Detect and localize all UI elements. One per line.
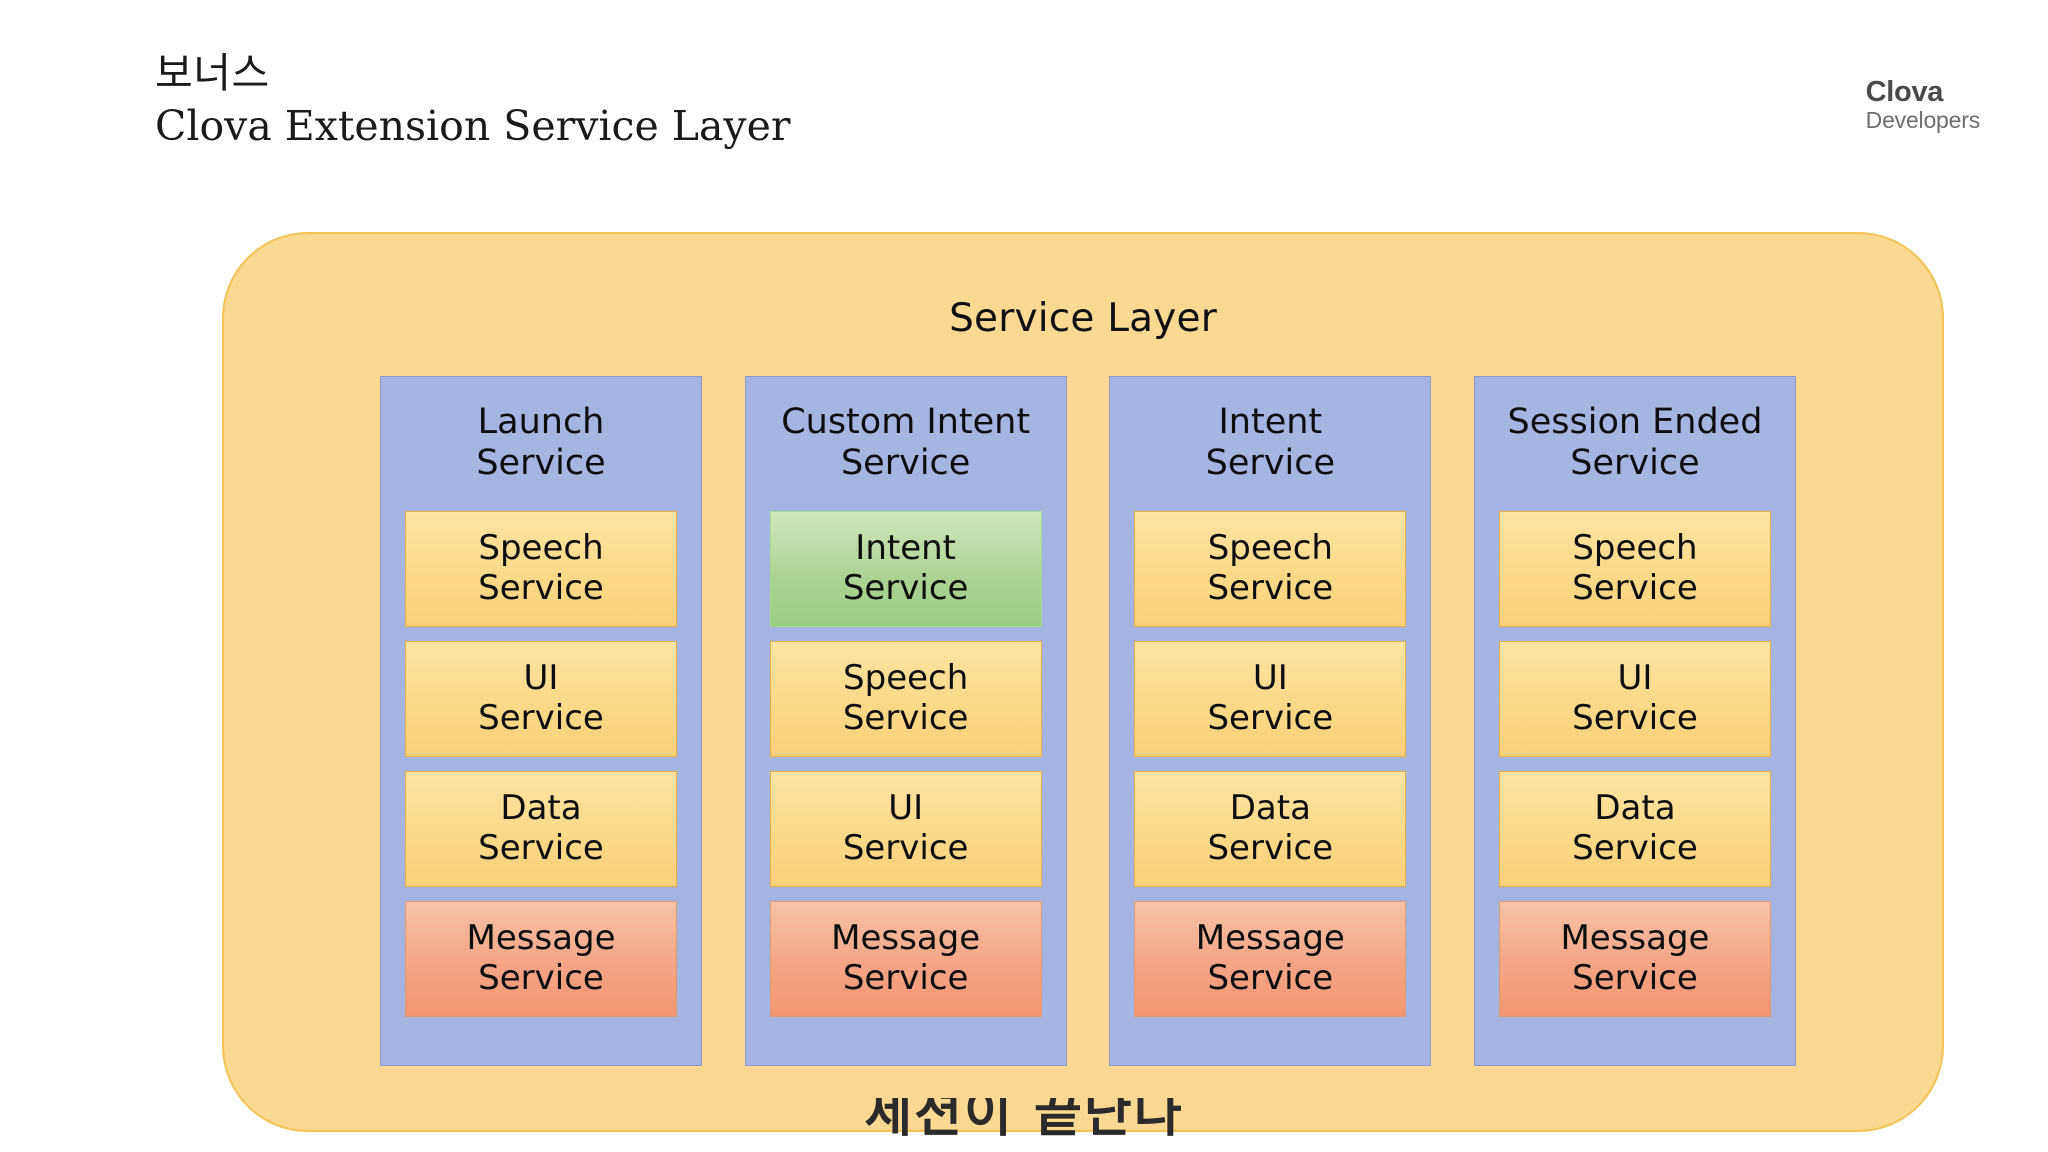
service-box[interactable]: Speech Service xyxy=(769,640,1042,758)
service-box[interactable]: Speech Service xyxy=(1498,510,1771,627)
service-box[interactable]: Message Service xyxy=(769,901,1042,1018)
clova-developers-logo: Clova Developers xyxy=(1865,76,1981,134)
service-box[interactable]: UI Service xyxy=(1134,640,1407,758)
service-column-title: Session Ended Service xyxy=(1507,402,1763,484)
service-box[interactable]: Intent Service xyxy=(769,510,1042,627)
service-box[interactable]: Message Service xyxy=(405,901,677,1018)
service-layer-title: Service Layer xyxy=(949,296,1217,341)
service-box[interactable]: Speech Service xyxy=(405,510,677,627)
service-column-title: Custom Intent Service xyxy=(781,402,1031,484)
service-box[interactable]: Data Service xyxy=(405,771,677,888)
brand-name-label: Clova xyxy=(1865,76,1944,108)
service-column-title: Intent Service xyxy=(1205,402,1335,484)
title-block: 보너스 Clova Extension Service Layer xyxy=(155,49,791,152)
service-box[interactable]: Speech Service xyxy=(1134,510,1407,627)
page-title-english: Clova Extension Service Layer xyxy=(155,102,791,151)
brand-sub-label: Developers xyxy=(1865,107,1981,134)
service-box[interactable]: Message Service xyxy=(1134,901,1407,1018)
bottom-clipped-caption: 세션이 끝난다 xyxy=(864,1098,1184,1144)
service-box[interactable]: UI Service xyxy=(1498,640,1771,758)
service-column-title: Launch Service xyxy=(476,402,606,484)
service-box[interactable]: Message Service xyxy=(1498,901,1771,1018)
page-header: 보너스 Clova Extension Service Layer Clova … xyxy=(0,0,2048,180)
service-box[interactable]: UI Service xyxy=(769,771,1042,888)
service-box[interactable]: Data Service xyxy=(1498,771,1771,888)
service-box[interactable]: UI Service xyxy=(405,640,677,758)
service-box[interactable]: Data Service xyxy=(1134,771,1407,888)
page-title-korean: 보너스 xyxy=(155,49,270,97)
